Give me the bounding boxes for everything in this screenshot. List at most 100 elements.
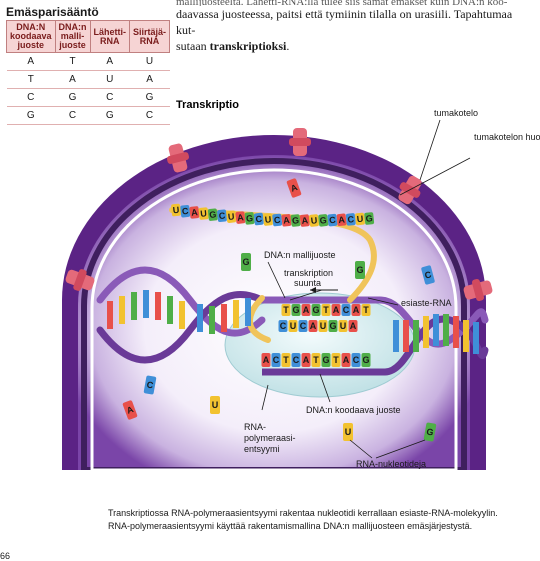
helix-base-pair: [131, 292, 137, 320]
nucleotide: T: [281, 304, 291, 316]
helix-base-pair: [403, 320, 409, 352]
nucleotide-letter: A: [283, 215, 291, 226]
nucleotide: G: [355, 261, 365, 279]
nucleotide-letter: A: [350, 321, 357, 331]
nucleotide-letter: C: [300, 321, 307, 331]
nucleotide-letter: A: [191, 207, 199, 218]
nucleotide-letter: G: [209, 209, 217, 220]
label-nuclear-envelope: tumakotelo: [434, 108, 478, 118]
nucleotide: U: [226, 210, 237, 223]
nucleotide: A: [351, 304, 361, 316]
nucleotide: G: [423, 422, 437, 442]
nucleotide-letter: U: [290, 321, 297, 331]
table-header: DNA:n malli-juoste: [54, 20, 91, 53]
nucleotide-letter: A: [343, 355, 350, 365]
nucleotide-letter: C: [280, 321, 287, 331]
helix-base-pair: [463, 320, 469, 352]
nucleotide-letter: A: [289, 182, 299, 194]
nucleotide-letter: U: [172, 205, 180, 216]
nucleotide: U: [288, 320, 298, 332]
nucleotide-letter: C: [347, 214, 355, 225]
nucleotide: C: [143, 375, 157, 395]
helix-base-pair: [107, 301, 113, 329]
helix-base-pair: [155, 292, 161, 320]
dna-backbone: [96, 291, 266, 364]
figure-caption: Transkriptiossa RNA-polymeraasientsyymi …: [108, 507, 528, 533]
nucleotide-letter: T: [333, 355, 339, 365]
label-coding-strand: DNA:n koodaava juoste: [306, 405, 401, 415]
nucleotide: U: [318, 320, 328, 332]
nucleotide: G: [318, 214, 329, 227]
nucleotide-letter: U: [356, 214, 364, 225]
nucleotide: A: [189, 206, 200, 219]
nucleotide: A: [348, 320, 358, 332]
helix-base-pair: [119, 296, 125, 324]
nucleotide-letter: A: [303, 355, 310, 365]
nucleotide: U: [338, 320, 348, 332]
nucleotide-letter: T: [283, 355, 289, 365]
nucleotide-letter: A: [338, 214, 346, 225]
nucleotide-letter: G: [292, 215, 300, 226]
helix-base-pair: [179, 301, 185, 329]
nucleotide: C: [291, 353, 301, 367]
nucleotide: C: [341, 304, 351, 316]
nucleotide-letter: G: [292, 305, 299, 315]
nucleotide: A: [235, 211, 246, 224]
helix-base-pair: [413, 320, 419, 352]
nucleotide: C: [327, 213, 338, 227]
nucleotide-letter: U: [310, 215, 318, 226]
helix-base-pair: [443, 314, 449, 346]
nucleotide-letter: G: [426, 426, 435, 437]
nucleotide: U: [263, 213, 273, 226]
nucleotide: A: [261, 353, 271, 367]
helix-base-pair: [233, 300, 239, 328]
caption-line: RNA-polymeraasientsyymi käyttää rakentam…: [108, 521, 473, 531]
nucleotide-letter: C: [343, 305, 350, 315]
nucleotide-letter: C: [293, 355, 300, 365]
dna-backbone: [96, 266, 266, 337]
nuclear-pore: [289, 128, 311, 156]
nucleotide: A: [122, 400, 138, 420]
table-header: Lähetti-RNA: [89, 20, 131, 53]
label-rna-polymerase-2: polymeraasi-: [244, 433, 296, 443]
nucleotide-letter: G: [242, 257, 249, 267]
nucleotide: A: [281, 214, 292, 227]
nucleotide-letter: A: [333, 305, 340, 315]
body-text-line: sutaan transkriptioksi.: [176, 39, 290, 53]
nucleotide: C: [253, 212, 264, 226]
helix-base-pair: [433, 314, 439, 346]
nucleotide-letter: U: [340, 321, 347, 331]
nucleotide-letter: C: [181, 206, 189, 217]
nucleotide: C: [421, 265, 435, 285]
label-pre-rna: esiaste-RNA: [401, 298, 452, 308]
nucleotide-letter: U: [264, 214, 272, 225]
diagram-title: Transkriptio: [176, 99, 239, 111]
helix-base-pair: [209, 306, 215, 334]
page-number: 66: [0, 551, 11, 561]
nucleotide-letter: A: [125, 404, 135, 416]
nucleotide-letter: A: [301, 215, 309, 226]
label-template-strand: DNA:n mallijuoste: [264, 250, 336, 260]
nucleotide: C: [217, 209, 227, 222]
nucleotide: G: [364, 212, 375, 225]
nuclear-pore: [166, 143, 190, 173]
nucleotide-letter: A: [263, 355, 270, 365]
helix-base-pair: [423, 316, 429, 348]
nucleotide-letter: A: [353, 305, 360, 315]
nucleotide-letter: U: [200, 208, 208, 219]
nucleotide-letter: G: [362, 355, 369, 365]
leader-lines: [261, 119, 471, 459]
nucleotide-letter: C: [353, 355, 360, 365]
nucleotide: C: [298, 320, 308, 332]
nuclear-membrane-inner: [90, 168, 458, 472]
nucleotide-letter: G: [319, 215, 327, 226]
nucleotide: U: [343, 423, 353, 441]
caption-line: Transkriptiossa RNA-polymeraasientsyymi …: [108, 508, 498, 518]
nucleotide-letter: G: [312, 305, 319, 315]
nucleotide: G: [291, 304, 301, 316]
